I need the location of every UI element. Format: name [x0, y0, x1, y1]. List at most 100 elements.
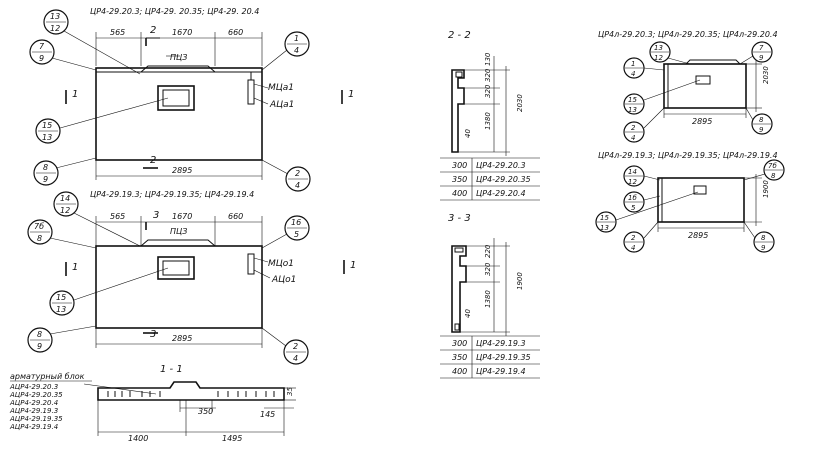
callout-7b-8-rm: 7б 8 — [743, 159, 785, 181]
table-cell: 300 — [452, 339, 467, 348]
dim-35-sec: 35 — [286, 387, 294, 396]
svg-text:2: 2 — [293, 342, 298, 351]
svg-text:13: 13 — [600, 224, 609, 232]
dim-1900: 1900 — [516, 272, 524, 290]
right-mid-title: ЦР4л-29.19.3; ЦР4л-29.19.35; ЦР4л-29.19.… — [598, 151, 778, 160]
callout-1-4-rt: 1 4 — [623, 57, 665, 79]
svg-text:5: 5 — [631, 204, 636, 212]
svg-text:12: 12 — [654, 54, 663, 62]
armature-item: АЦР4-29.19.35 — [9, 415, 63, 423]
svg-text:9: 9 — [43, 175, 48, 184]
callout-1-4: 1 4 — [261, 31, 310, 71]
callout-8-9-mid: 8 9 — [27, 325, 97, 353]
svg-text:15: 15 — [42, 121, 52, 130]
armature-item: АЦР4-29.20.3 — [9, 383, 58, 391]
svg-text:8: 8 — [37, 234, 42, 243]
dim-2895-mid: 2895 — [172, 334, 192, 343]
callout-13-12-rt: 13 12 — [649, 41, 691, 65]
top-title: ЦР4-29.20.3; ЦР4-29. 20.35; ЦР4-29. 20.4 — [90, 7, 259, 16]
callout-2-4-rm: 2 4 — [623, 221, 659, 253]
svg-text:2: 2 — [631, 234, 636, 242]
dim-130: 130 — [484, 52, 492, 66]
svg-text:13: 13 — [654, 44, 663, 52]
callout-15-13-rm: 15 13 — [595, 191, 699, 233]
dim-565-mid: 565 — [110, 212, 125, 221]
section-3-top-label: 3 — [153, 210, 159, 221]
ac01-label: АЦо1 — [271, 275, 296, 285]
callout-2-4-rt: 2 4 — [623, 107, 665, 143]
table-cell: 400 — [452, 367, 467, 376]
callout-7b-8: 7б 8 — [27, 219, 97, 249]
dim-320b: 320 — [484, 84, 492, 98]
dim-2895-top: 2895 — [172, 166, 192, 175]
svg-text:1: 1 — [294, 34, 299, 43]
svg-text:7: 7 — [759, 44, 764, 52]
section-1-left-mid: 1 — [72, 262, 78, 273]
dim-145-sec: 145 — [260, 410, 275, 419]
callout-8-9-rm: 8 9 — [743, 221, 775, 253]
svg-text:5: 5 — [294, 230, 299, 239]
mid-title: ЦР4-29.19.3; ЦР4-29.19.35; ЦР4-29.19.4 — [90, 190, 254, 199]
dim-220: 220 — [484, 244, 492, 258]
aca1-label: АЦа1 — [269, 100, 294, 110]
svg-text:9: 9 — [39, 54, 44, 63]
dim-1900-rm: 1900 — [762, 180, 770, 198]
svg-text:9: 9 — [759, 54, 764, 62]
svg-text:1: 1 — [631, 60, 635, 68]
svg-text:8: 8 — [761, 234, 766, 242]
armature-item: АЦР4-29.19.3 — [9, 407, 58, 415]
table-cell: 350 — [452, 175, 467, 184]
svg-text:4: 4 — [295, 181, 300, 190]
pc3-label-top: ПЦЗ — [170, 53, 187, 62]
dim-320-33: 320 — [484, 262, 492, 276]
svg-text:8: 8 — [759, 116, 764, 124]
section-22-title: 2 - 2 — [448, 30, 471, 41]
dim-1380: 1380 — [484, 112, 492, 130]
callout-8-9-rt: 8 9 — [745, 107, 773, 135]
section-1-right: 1 — [348, 89, 354, 100]
svg-text:8: 8 — [43, 163, 48, 172]
svg-text:4: 4 — [293, 354, 298, 363]
section-1-left: 1 — [72, 89, 78, 100]
dim-660-top: 660 — [228, 28, 243, 37]
callout-8-9: 8 9 — [33, 157, 97, 186]
table-cell: ЦР4-29.19.3 — [476, 339, 526, 348]
table-cell: ЦР4-29.20.35 — [476, 175, 531, 184]
section-2-top-label: 2 — [150, 25, 156, 36]
callout-14-12: 14 12 — [53, 191, 141, 247]
svg-text:15: 15 — [600, 214, 609, 222]
callout-16-5-rm: 1б 5 — [623, 191, 661, 213]
callout-2-4-mid: 2 4 — [261, 327, 309, 365]
callout-14-12-rm: 14 12 — [623, 165, 661, 187]
armature-item: АЦР4-29.19.4 — [9, 423, 58, 431]
table-cell: 400 — [452, 189, 467, 198]
callout-15-13-mid: 15 13 — [49, 267, 169, 316]
svg-text:2: 2 — [631, 124, 636, 132]
svg-text:4: 4 — [631, 244, 635, 252]
armature-item: АЦР4-29.20.35 — [9, 391, 63, 399]
callout-15-13-rt: 15 13 — [623, 79, 701, 115]
svg-text:9: 9 — [761, 244, 766, 252]
svg-text:12: 12 — [628, 178, 637, 186]
table-3-3: 300 ЦР4-29.19.3 350 ЦР4-29.19.35 400 ЦР4… — [440, 335, 540, 379]
svg-text:7б: 7б — [34, 222, 44, 231]
table-cell: ЦР4-29.19.35 — [476, 353, 531, 362]
table-cell: ЦР4-29.20.4 — [476, 189, 526, 198]
dim-1670-top: 1670 — [172, 28, 192, 37]
dim-320: 320 — [484, 68, 492, 82]
svg-text:12: 12 — [50, 24, 60, 33]
svg-text:12: 12 — [60, 206, 70, 215]
mca1-label: МЦа1 — [268, 83, 294, 93]
section-33-title: 3 - 3 — [448, 213, 471, 224]
section-1-right-mid: 1 — [350, 260, 356, 271]
svg-text:4: 4 — [631, 134, 635, 142]
svg-text:15: 15 — [628, 96, 637, 104]
dim-2895-rm: 2895 — [688, 231, 708, 240]
table-cell: 300 — [452, 161, 467, 170]
pc3-label-mid: ПЦЗ — [170, 227, 187, 236]
callout-7-9: 7 9 — [29, 39, 97, 71]
svg-text:13: 13 — [628, 106, 637, 114]
svg-text:4: 4 — [294, 46, 299, 55]
svg-text:8: 8 — [771, 172, 776, 180]
dim-40: 40 — [464, 129, 472, 138]
